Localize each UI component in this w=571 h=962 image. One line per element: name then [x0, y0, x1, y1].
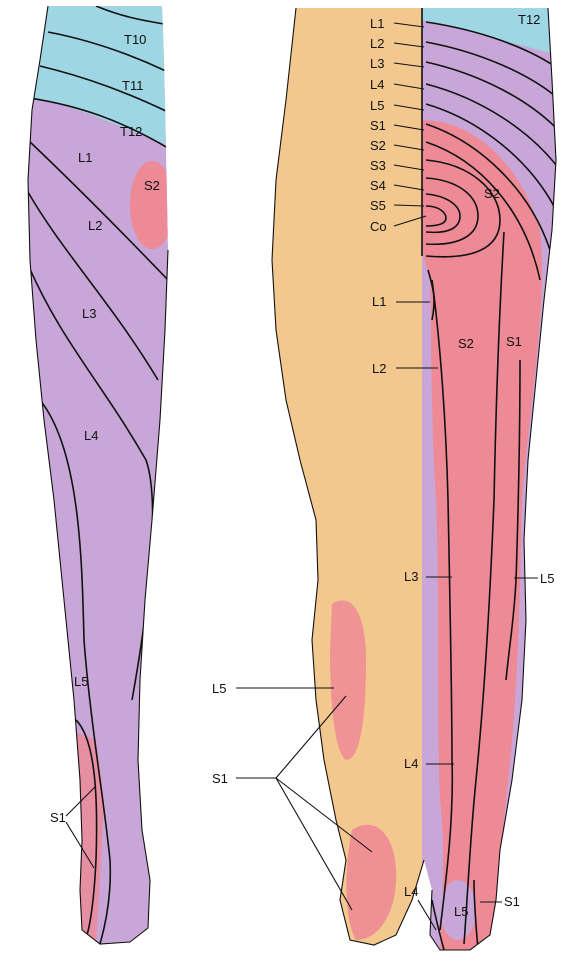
back-side-label-l1: L1 [372, 294, 386, 309]
front-label-l1: L1 [78, 150, 92, 165]
front-label-l5: L5 [74, 674, 88, 689]
back-callout-label-l5: L5 [212, 681, 226, 696]
front-label-t10: T10 [124, 32, 146, 47]
back-spine-label-co: Co [370, 219, 387, 234]
back-callout-label-s1: S1 [212, 771, 228, 786]
back-spine-label-s3: S3 [370, 158, 386, 173]
back-side-label-l2: L2 [372, 361, 386, 376]
back-foot-label-l4: L4 [404, 884, 418, 899]
front-label-t12: T12 [120, 124, 142, 139]
back-spine-label-s1: S1 [370, 118, 386, 133]
front-label-l3: L3 [82, 306, 96, 321]
front-label-t11: T11 [122, 78, 143, 93]
back-spine-label-s4: S4 [370, 178, 386, 193]
front-label-s1: S1 [50, 810, 66, 825]
back-leg [260, 0, 571, 957]
back-spine-label-l5: L5 [370, 98, 384, 113]
back-region-label-s2-buttock: S2 [484, 186, 500, 201]
back-foot-label-l5: L5 [454, 904, 468, 919]
back-side-label-l4: L4 [404, 756, 418, 771]
front-s2-patch [130, 161, 174, 249]
back-skin-side [260, 0, 422, 957]
back-spine-label-l4: L4 [370, 77, 384, 92]
back-region-label-s1-thigh: S1 [506, 334, 522, 349]
back-spine-label-l3: L3 [370, 56, 384, 71]
back-region-label-s2-thigh: S2 [458, 336, 474, 351]
front-leg [0, 0, 200, 957]
back-spine-label-l1: L1 [370, 16, 384, 31]
back-spine-label-l2: L2 [370, 36, 384, 51]
back-label-t12: T12 [518, 12, 540, 27]
back-spine-label-s2: S2 [370, 138, 386, 153]
back-spine-label-s5: S5 [370, 198, 386, 213]
front-label-l2: L2 [88, 218, 102, 233]
front-label-l4: L4 [84, 428, 98, 443]
front-label-s2: S2 [144, 178, 160, 193]
back-side-label-l3: L3 [404, 569, 418, 584]
back-side-label-l5: L5 [540, 571, 554, 586]
back-foot-label-s1: S1 [504, 894, 520, 909]
